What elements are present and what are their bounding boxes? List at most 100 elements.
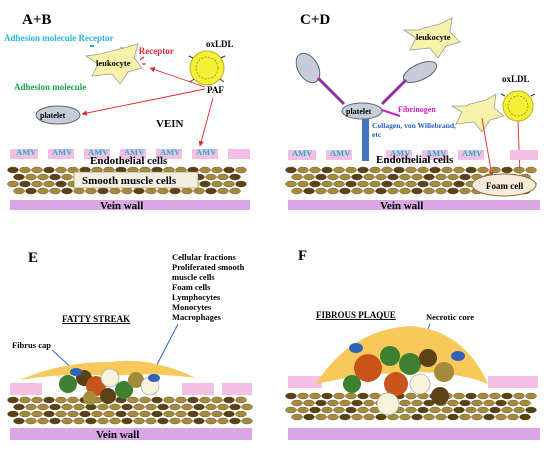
endothelium-f — [288, 376, 538, 388]
smooth-muscle-cell — [447, 173, 459, 181]
migrating-leukocyte — [450, 93, 505, 133]
smooth-muscle-cell — [229, 403, 241, 411]
marker-cd-4: AMV — [426, 148, 447, 158]
fraction-line-5: Lymphocytes — [172, 292, 221, 302]
smooth-muscle-cell — [465, 406, 477, 414]
smooth-muscle-cell — [327, 173, 339, 181]
smooth-muscle-cell — [501, 166, 513, 174]
smooth-muscle-cell — [363, 413, 375, 421]
smooth-muscle-cell — [381, 180, 393, 188]
smooth-muscle-cell — [37, 187, 49, 195]
smooth-muscle-cell — [471, 413, 483, 421]
smooth-muscle-cell — [31, 180, 43, 188]
smooth-muscle-cell — [151, 410, 163, 418]
activated-platelet-1 — [295, 52, 321, 84]
smooth-muscle-cell — [351, 399, 363, 407]
smooth-muscle-cell — [7, 180, 19, 188]
smooth-muscle-cell — [109, 417, 121, 425]
fibrus-cap-label: Fibrus cap — [12, 340, 51, 350]
smooth-muscle-cell — [417, 406, 429, 414]
smooth-muscle-cell — [127, 410, 139, 418]
smooth-muscle-cell — [25, 173, 37, 181]
smooth-muscle-cell — [435, 173, 447, 181]
smooth-muscle-cell — [139, 410, 151, 418]
smooth-muscle-cell — [525, 406, 537, 414]
smooth-muscle-cell — [417, 180, 429, 188]
fraction-line-7: Macrophages — [172, 312, 222, 322]
smooth-muscle-cell — [7, 396, 19, 404]
smooth-muscle-cell — [181, 187, 193, 195]
smooth-muscle-cell — [235, 410, 247, 418]
fraction-line-1: Cellular fractions — [172, 252, 237, 262]
smooth-muscle-cell — [477, 166, 489, 174]
smooth-muscle-cell — [369, 180, 381, 188]
smooth-muscle-cell — [199, 396, 211, 404]
smooth-muscle-cell — [489, 166, 501, 174]
smooth-muscle-cell — [37, 403, 49, 411]
smooth-muscle-cell — [465, 392, 477, 400]
smooth-muscle-cell — [79, 410, 91, 418]
smooth-muscle-cell — [61, 403, 73, 411]
arrow-leukocyte-foam — [481, 117, 494, 177]
smooth-muscle-cell — [285, 166, 297, 174]
lesion-cells-e — [59, 368, 160, 405]
smooth-muscle-cell — [157, 187, 169, 195]
smooth-muscle-cell — [411, 413, 423, 421]
smooth-muscle-cell — [333, 166, 345, 174]
smooth-muscle-cell — [435, 187, 447, 195]
smooth-muscle-cell — [169, 417, 181, 425]
smooth-muscle-cell — [235, 396, 247, 404]
smooth-muscle-cell — [241, 403, 253, 411]
smooth-muscle-cell — [519, 413, 531, 421]
vein-wall-e — [10, 428, 252, 440]
smooth-muscle-cell — [393, 180, 405, 188]
smooth-muscle-cell — [115, 410, 127, 418]
smooth-muscle-cell — [223, 410, 235, 418]
smooth-muscle-cell — [447, 413, 459, 421]
fatty-streak-label: FATTY STREAK — [62, 314, 130, 324]
smooth-muscle-cell — [31, 166, 43, 174]
oxldl-label-cd: oxLDL — [502, 74, 530, 84]
smooth-muscle-cell — [357, 180, 369, 188]
collagen-column — [362, 119, 369, 161]
smooth-muscle-cell — [211, 410, 223, 418]
smooth-muscle-cell — [139, 396, 151, 404]
smooth-muscle-cell — [321, 166, 333, 174]
smooth-muscle-cell — [363, 187, 375, 195]
smooth-muscle-cell — [411, 173, 423, 181]
smooth-muscle-cell — [501, 392, 513, 400]
smooth-muscle-cell — [357, 392, 369, 400]
smooth-muscle-cell — [25, 417, 37, 425]
smooth-muscle-cell — [97, 187, 109, 195]
fraction-line-2: Proliferated smooth — [172, 262, 245, 272]
smooth-muscle-cell — [205, 417, 217, 425]
smooth-muscle-cell — [363, 173, 375, 181]
smooth-muscle-cell — [19, 180, 31, 188]
smooth-muscle-cell — [453, 406, 465, 414]
smooth-muscle-cell — [31, 396, 43, 404]
endothelium-e — [10, 383, 252, 395]
panel-cd-label: C+D — [300, 12, 330, 28]
smooth-muscle-cell — [67, 410, 79, 418]
cellular-fractions-list: Cellular fractions Proliferated smooth m… — [172, 252, 245, 322]
smooth-muscle-cell — [217, 187, 229, 195]
smooth-muscle-cell — [235, 180, 247, 188]
panel-ab-label: A+B — [22, 12, 51, 28]
smooth-muscle-cell — [357, 166, 369, 174]
smooth-muscle-cell — [91, 410, 103, 418]
endothelial-label-cd: Endothelial cells — [376, 154, 454, 166]
collagen-label-1: Collagen, von Willebrand, — [372, 121, 456, 130]
oxldl-particle-ab — [188, 50, 226, 86]
smooth-muscle-cell — [345, 406, 357, 414]
smooth-muscle-cell — [13, 173, 25, 181]
fibrous-plaque-label: FIBROUS PLAQUE — [316, 310, 396, 320]
smooth-muscle-cell — [465, 166, 477, 174]
smooth-muscle-cell — [303, 187, 315, 195]
marker-cd-3: AMV — [390, 148, 411, 158]
smooth-muscle-cell — [525, 392, 537, 400]
smooth-muscle-cell — [411, 399, 423, 407]
smooth-muscle-cell — [55, 410, 67, 418]
smooth-muscle-cell — [375, 413, 387, 421]
foam-cell-label: Foam cell — [486, 181, 524, 191]
smooth-muscle-label: Smooth muscle cells — [82, 175, 177, 187]
